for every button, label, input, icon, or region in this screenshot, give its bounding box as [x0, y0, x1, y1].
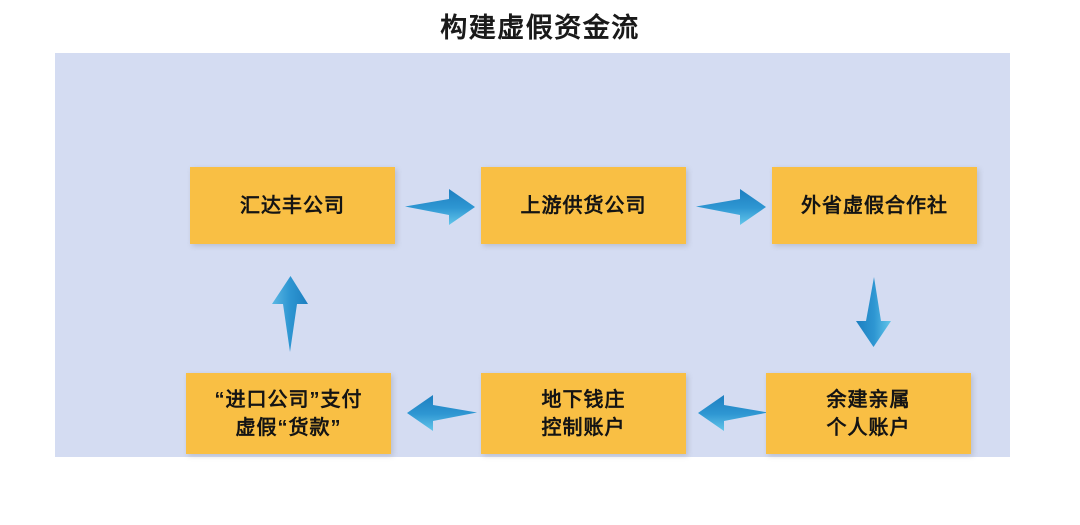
arrow-right-huidafeng-to-supplier [405, 189, 475, 225]
arrow-right-supplier-to-fake-coop [696, 189, 766, 225]
node-out-of-province-fake-cooperative[interactable]: 外省虚假合作社 [772, 167, 977, 244]
arrow-down-fake-coop-to-personal-account [856, 277, 891, 347]
node-upstream-supplier-company[interactable]: 上游供货公司 [481, 167, 686, 244]
diagram-panel: 汇达丰公司 上游供货公司 外省虚假合作社 余建亲属 个人账户 地下钱庄 控制账户… [55, 53, 1010, 457]
arrow-left-underground-to-import-pay [407, 395, 477, 431]
node-yujian-relatives-personal-account[interactable]: 余建亲属 个人账户 [766, 373, 971, 454]
node-underground-bank-controlled-account[interactable]: 地下钱庄 控制账户 [481, 373, 686, 454]
node-import-company-fake-payment[interactable]: “进口公司”支付 虚假“货款” [186, 373, 391, 454]
node-huidafeng-company[interactable]: 汇达丰公司 [190, 167, 395, 244]
arrow-up-import-pay-to-huidafeng [272, 276, 308, 352]
page-title: 构建虚假资金流 [440, 13, 640, 43]
arrow-left-personal-account-to-underground [698, 395, 768, 431]
